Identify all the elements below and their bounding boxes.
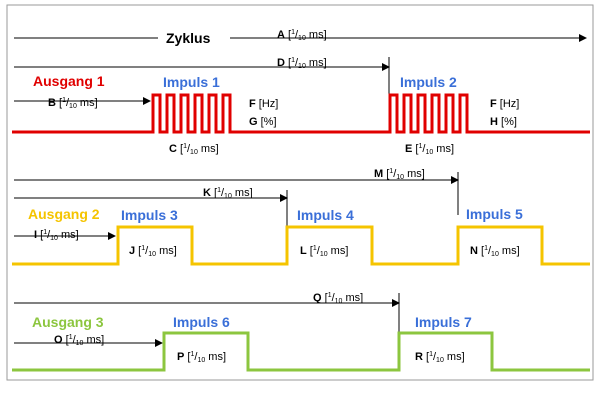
param-r-label: R [1/10 ms] [415,351,465,364]
impulse-3-label: Impuls 3 [121,207,178,223]
output1-label: Ausgang 1 [33,73,105,89]
output3-signal [12,331,590,372]
param-h-label: H [%] [490,116,517,128]
cycle-label: Zyklus [166,30,211,46]
output2-label: Ausgang 2 [28,206,100,222]
param-j-label: J [1/10 ms] [129,245,177,258]
param-d-label: D [1/10 ms] [277,57,327,70]
param-n-label: N [1/10 ms] [470,245,520,258]
impulse-6-label: Impuls 6 [173,314,230,330]
param-o-label: O [1/10 ms] [54,334,104,347]
param-c-label: C [1/10 ms] [169,143,219,156]
output2-signal [12,225,590,266]
param-m-label: M [1/10 ms] [374,168,425,181]
param-q-label: Q [1/10 ms] [313,292,363,305]
impulse-4-label: Impuls 4 [297,207,354,223]
impulse-1-label: Impuls 1 [163,74,220,90]
output1-signal [12,93,590,134]
impulse-7-label: Impuls 7 [415,314,472,330]
param-b-label: B [1/10 ms] [48,97,98,110]
param-a-label: A [1/10 ms] [277,29,327,42]
param-g-label: G [%] [249,116,277,128]
param-e-label: E [1/10 ms] [405,143,454,156]
output3-label: Ausgang 3 [32,314,104,330]
param-k-label: K [1/10 ms] [203,187,253,200]
param-p-label: P [1/10 ms] [177,351,226,364]
param-f2-label: F [Hz] [490,98,519,110]
diagram-frame [6,4,594,381]
param-f1-label: F [Hz] [249,98,278,110]
param-l-label: L [1/10 ms] [300,245,348,258]
impulse-5-label: Impuls 5 [466,206,523,222]
impulse-2-label: Impuls 2 [400,74,457,90]
